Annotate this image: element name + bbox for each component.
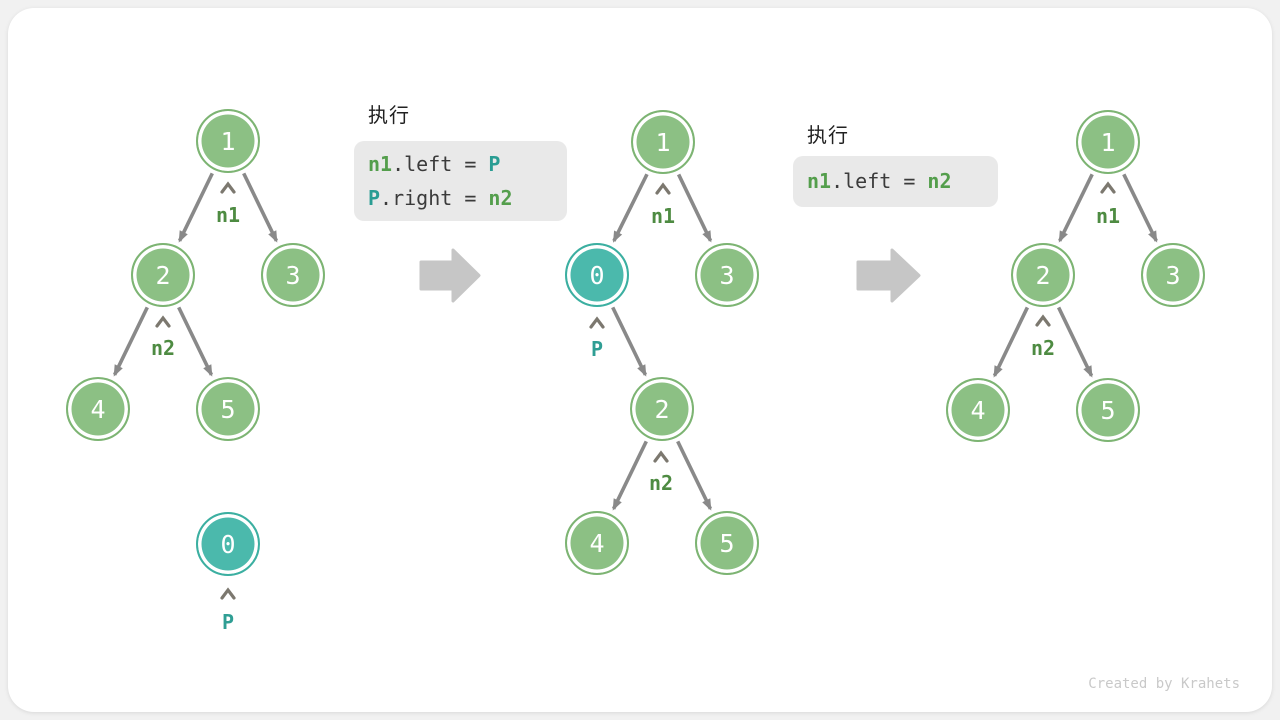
middle-tree-node-p: 0 bbox=[565, 243, 629, 307]
node-value: 2 bbox=[155, 260, 171, 290]
middle-tree-node-n2: 2 bbox=[630, 377, 694, 441]
left-tree-node-right: 3 bbox=[261, 243, 325, 307]
middle-tree-pointer-n2: n2 bbox=[648, 471, 674, 495]
left-tree-node-leftleft: 4 bbox=[66, 377, 130, 441]
node-value: 1 bbox=[220, 126, 236, 156]
node-value: 4 bbox=[90, 394, 106, 424]
code-token-plain: .right = bbox=[380, 186, 489, 210]
left-tree-pointer-n1: n1 bbox=[215, 203, 241, 227]
code-token-n2: n2 bbox=[927, 169, 952, 193]
right-tree-node-leftright: 5 bbox=[1076, 378, 1140, 442]
node-value: 5 bbox=[1100, 395, 1116, 425]
watermark-credit: Created by Krahets bbox=[1088, 676, 1240, 692]
code-box-1: n1.left = P P.right = n2 bbox=[354, 141, 567, 221]
left-tree-pointer-n2: n2 bbox=[150, 336, 176, 360]
node-value: 4 bbox=[589, 528, 605, 558]
code-line-1: n1.left = n2 bbox=[807, 164, 984, 198]
code-token-plain: .left = bbox=[392, 152, 489, 176]
node-value: 5 bbox=[220, 394, 236, 424]
code-token-plain: .left = bbox=[831, 169, 928, 193]
node-value: 2 bbox=[1035, 260, 1051, 290]
right-tree-node-leftleft: 4 bbox=[946, 378, 1010, 442]
node-value: 3 bbox=[285, 260, 301, 290]
node-value: 0 bbox=[220, 529, 236, 559]
middle-tree-pointer-p: P bbox=[590, 337, 604, 361]
right-tree-pointer-n2: n2 bbox=[1030, 336, 1056, 360]
node-value: 2 bbox=[654, 394, 670, 424]
code-box-2: n1.left = n2 bbox=[793, 156, 998, 207]
exec-label-2: 执行 bbox=[807, 125, 849, 147]
exec-label-1: 执行 bbox=[368, 105, 410, 127]
code-token-n1: n1 bbox=[807, 169, 832, 193]
node-value: 3 bbox=[1165, 260, 1181, 290]
left-tree-node-root: 1 bbox=[196, 109, 260, 173]
node-value: 1 bbox=[1100, 127, 1116, 157]
middle-tree-node-right: 3 bbox=[695, 243, 759, 307]
left-tree-node-leftright: 5 bbox=[196, 377, 260, 441]
right-tree-node-root: 1 bbox=[1076, 110, 1140, 174]
left-tree-pointer-p: P bbox=[221, 610, 235, 634]
code-token-n2: n2 bbox=[488, 186, 513, 210]
right-tree-node-right: 3 bbox=[1141, 243, 1205, 307]
middle-tree-node-leftleft: 4 bbox=[565, 511, 629, 575]
code-token-n1: n1 bbox=[368, 152, 393, 176]
middle-tree-node-root: 1 bbox=[631, 110, 695, 174]
node-value: 4 bbox=[970, 395, 986, 425]
node-value: 0 bbox=[589, 260, 605, 290]
middle-tree-pointer-n1: n1 bbox=[650, 204, 676, 228]
diagram-card bbox=[8, 8, 1272, 712]
right-tree-node-left: 2 bbox=[1011, 243, 1075, 307]
code-line-2: P.right = n2 bbox=[368, 181, 553, 215]
node-value: 5 bbox=[719, 528, 735, 558]
code-token-p: P bbox=[488, 152, 501, 176]
code-token-p: P bbox=[368, 186, 381, 210]
left-tree-node-left: 2 bbox=[131, 243, 195, 307]
middle-tree-node-leftright: 5 bbox=[695, 511, 759, 575]
node-value: 3 bbox=[719, 260, 735, 290]
right-tree-pointer-n1: n1 bbox=[1095, 204, 1121, 228]
code-line-1: n1.left = P bbox=[368, 147, 553, 181]
left-tree-node-detached-p: 0 bbox=[196, 512, 260, 576]
node-value: 1 bbox=[655, 127, 671, 157]
